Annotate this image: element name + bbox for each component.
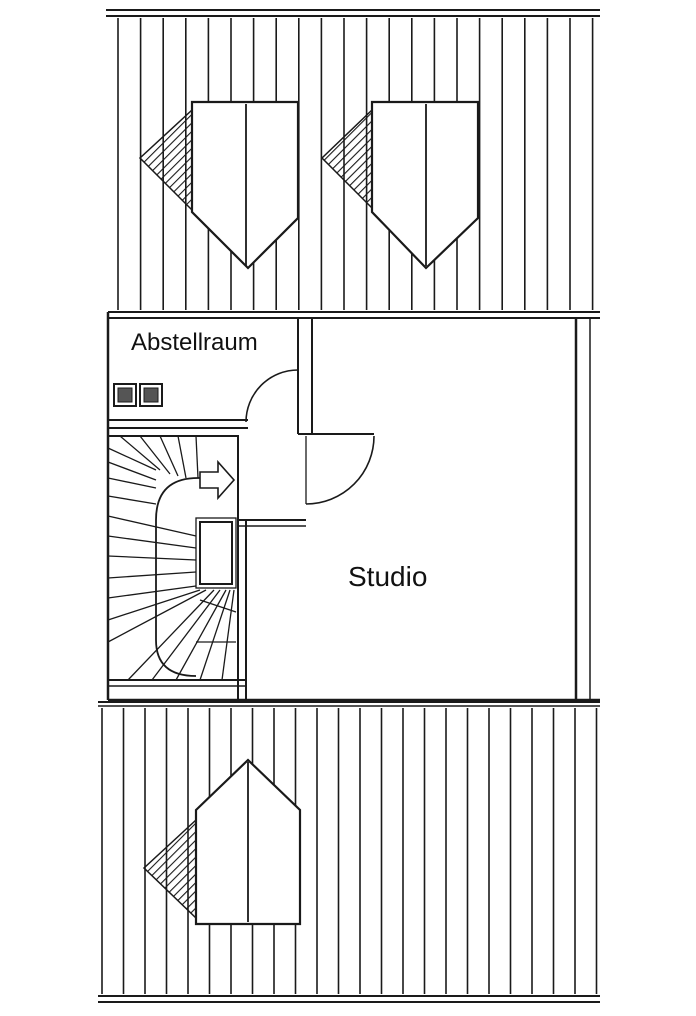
dormer-upper-left	[138, 100, 300, 270]
stair-tread	[107, 571, 197, 579]
stair-tread	[175, 589, 227, 681]
stair-tread	[177, 435, 187, 479]
stair-tread	[199, 589, 231, 681]
storage-room-label: Abstellraum	[131, 329, 258, 356]
stair-tread	[159, 435, 179, 477]
stair-tread	[127, 589, 215, 681]
stair-tread	[199, 599, 237, 613]
stair-tread	[139, 435, 171, 475]
dormer-lower	[142, 758, 302, 926]
stair-tread	[107, 555, 197, 561]
stair-tread	[107, 477, 157, 489]
stair-tread	[151, 589, 221, 681]
stair-tread	[107, 589, 207, 643]
stair-tread	[119, 435, 161, 471]
dormer-upper-right	[320, 100, 480, 270]
stair-tread	[107, 515, 197, 537]
chimney-vents	[113, 383, 163, 407]
stair-treads	[107, 435, 237, 681]
stair-tread	[107, 585, 197, 599]
stair-tread	[221, 589, 235, 681]
stair-tread	[107, 461, 157, 481]
stair-tread	[195, 435, 199, 479]
arrow-right-icon	[199, 459, 236, 501]
stair-tread	[107, 535, 197, 549]
lower-roof	[98, 701, 600, 1003]
stair-tread	[107, 447, 157, 471]
studio-label: Studio	[348, 561, 428, 592]
middle-floor	[106, 312, 600, 702]
stair-tread	[107, 589, 201, 621]
stair-tread	[107, 495, 157, 505]
